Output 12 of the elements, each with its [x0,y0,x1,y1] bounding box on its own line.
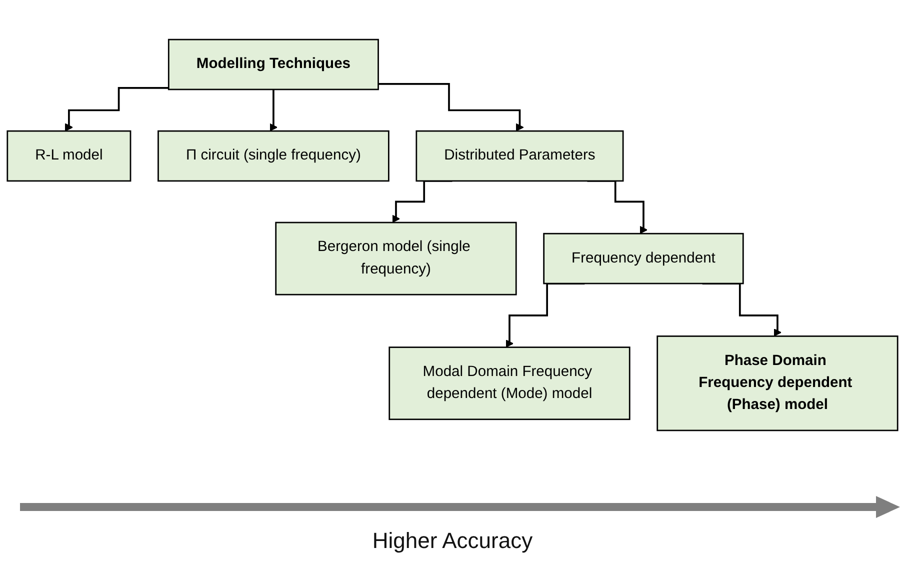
node-box: Modal Domain Frequency dependent (Mode) model [388,346,630,420]
node-box: Π circuit (single frequency) [158,130,390,182]
node-box: Phase Domain Frequency dependent (Phase) model [656,336,898,432]
node-box: Frequency dependent [543,232,744,284]
arrow [64,87,169,132]
axis-caption: Higher Accuracy [372,528,533,554]
arrow [378,83,524,132]
node-box: Distributed Parameters [416,130,624,182]
node-box: R-L model [6,130,132,182]
arrow [269,88,278,132]
node-box: Bergeron model (single frequency) [275,222,517,296]
node-box: Modelling Techniques [168,38,379,90]
